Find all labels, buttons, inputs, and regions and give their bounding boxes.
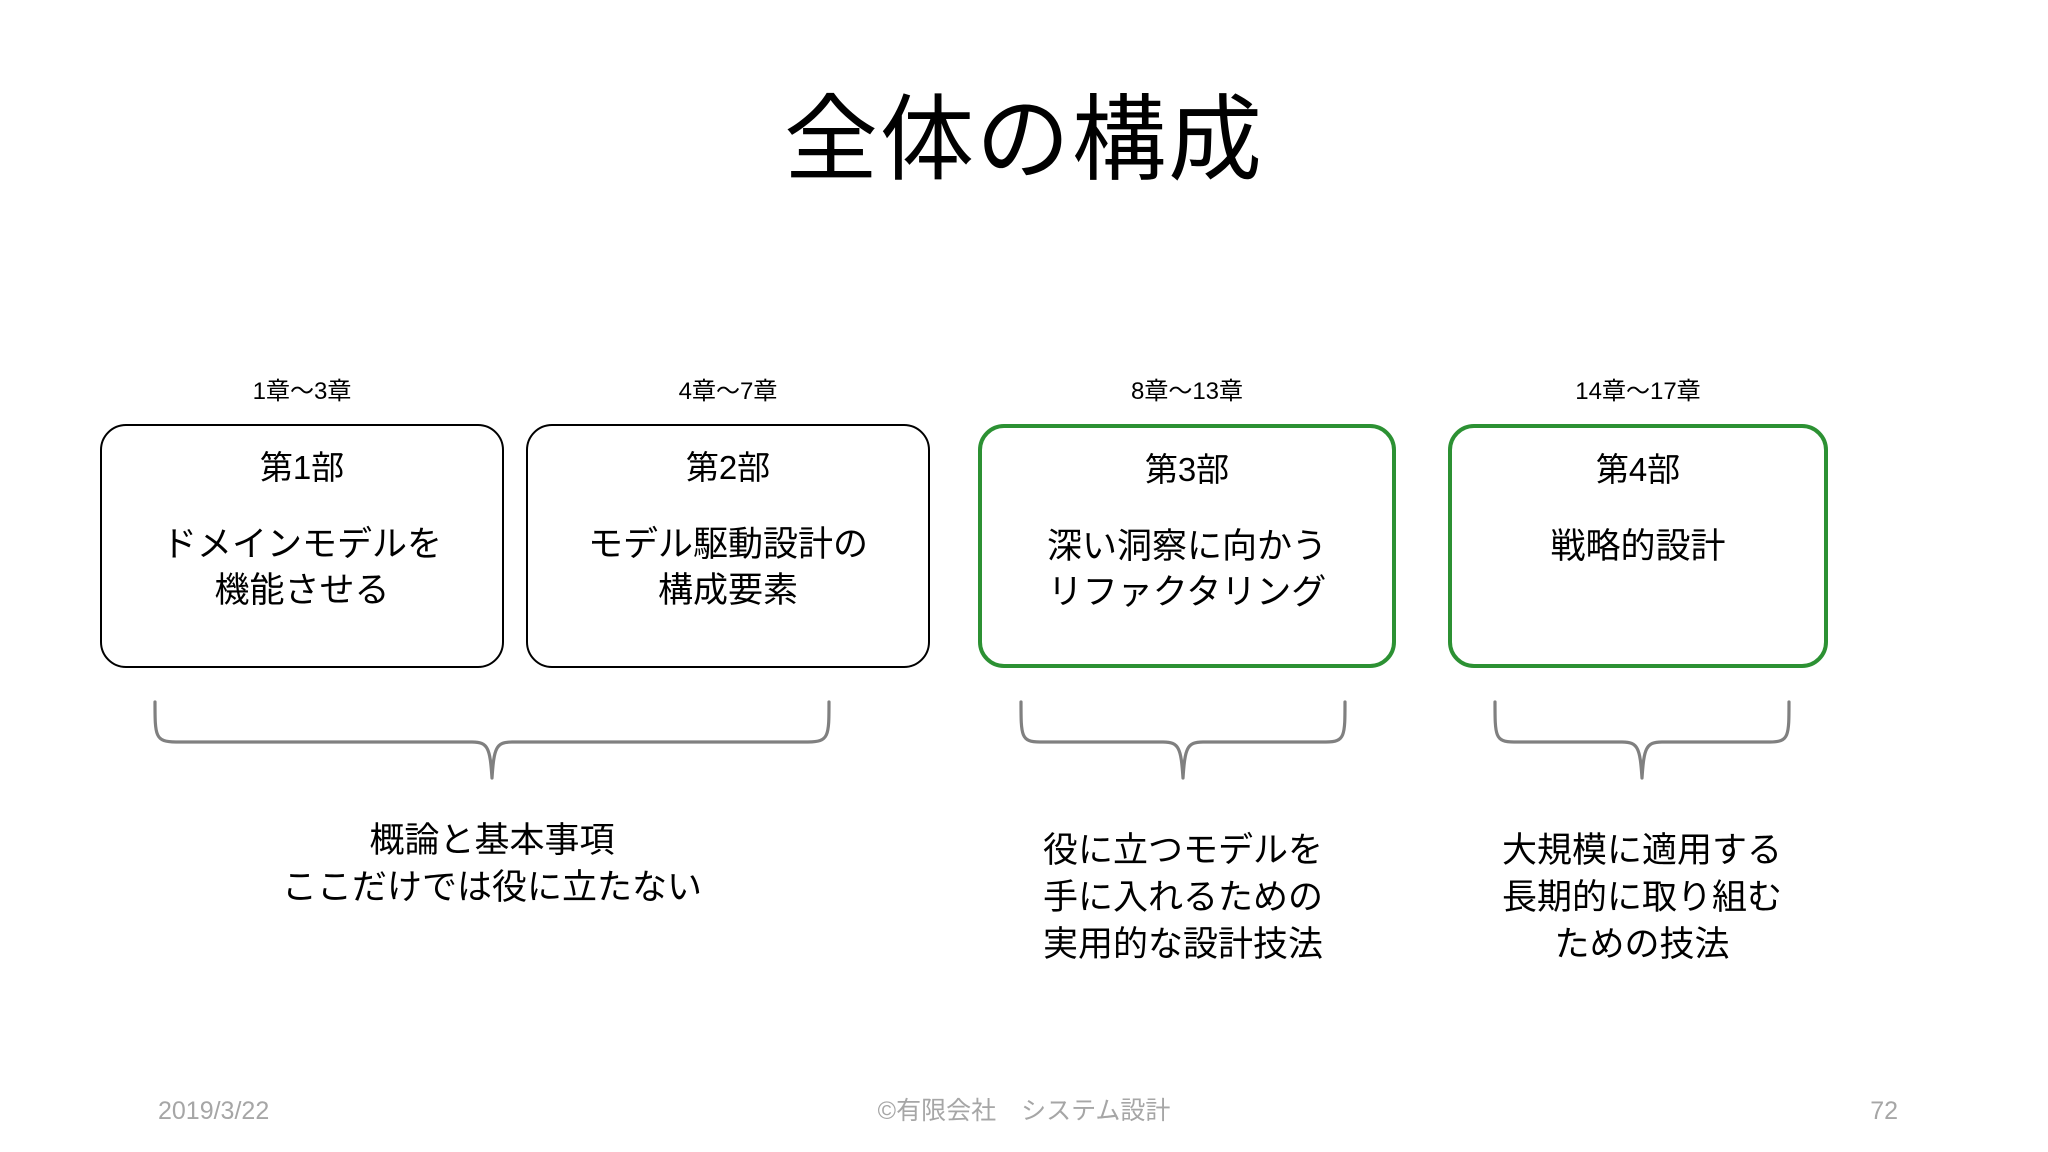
part-body-2: モデル駆動設計の 構成要素 <box>587 524 868 610</box>
part-heading-2: 第2部 <box>685 449 771 486</box>
chapter-range-label-1: 1章～3章 <box>252 378 352 405</box>
caption-part-4: 大規模に適用する 長期的に取り組む ための技法 <box>1501 831 1782 964</box>
caption-part-3: 役に立つモデルを 手に入れるための 実用的な設計技法 <box>1042 831 1323 964</box>
part-body-1: ドメインモデルを 機能させる <box>161 524 442 610</box>
chapter-range-label-4: 14章～17章 <box>1575 378 1701 405</box>
footer-date: 2019/3/22 <box>158 1097 270 1125</box>
page-title: 全体の構成 <box>783 87 1264 192</box>
brace-group-4 <box>1492 700 1792 780</box>
caption-parts-1-2: 概論と基本事項 ここだけでは役に立たない <box>281 821 702 907</box>
chapter-range-label-2: 4章～7章 <box>678 378 778 405</box>
part-box-4[interactable]: 第4部 戦略的設計 <box>1448 424 1828 668</box>
brace-group-1-2 <box>152 700 832 780</box>
part-body-4: 戦略的設計 <box>1550 526 1726 566</box>
part-heading-4: 第4部 <box>1595 451 1681 488</box>
footer-page-number: 72 <box>1870 1097 1898 1125</box>
footer-copyright: ©有限会社 システム設計 <box>877 1097 1171 1125</box>
part-heading-3: 第3部 <box>1144 451 1230 488</box>
part-body-3: 深い洞察に向かう リファクタリング <box>1046 526 1327 612</box>
part-box-1[interactable]: 第1部 ドメインモデルを 機能させる <box>100 424 504 668</box>
part-box-2[interactable]: 第2部 モデル駆動設計の 構成要素 <box>526 424 930 668</box>
brace-group-3 <box>1018 700 1348 780</box>
chapter-range-label-3: 8章～13章 <box>1130 378 1244 405</box>
part-box-3[interactable]: 第3部 深い洞察に向かう リファクタリング <box>978 424 1396 668</box>
part-heading-1: 第1部 <box>259 449 345 486</box>
